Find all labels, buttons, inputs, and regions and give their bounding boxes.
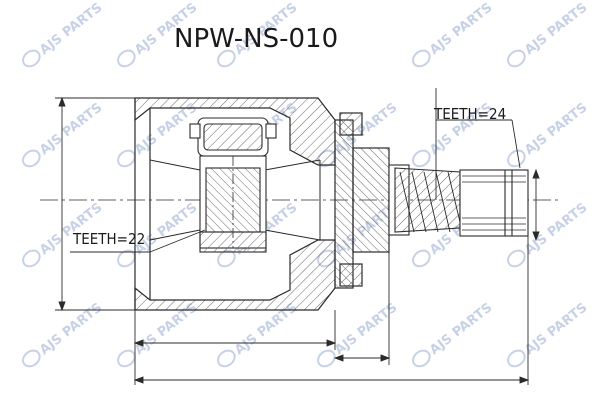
svg-text:AJS PARTS: AJS PARTS [37, 0, 105, 58]
ajs-logo-watermark: AJS PARTS [507, 100, 590, 168]
svg-text:AJS PARTS: AJS PARTS [522, 100, 590, 158]
svg-text:AJS PARTS: AJS PARTS [522, 300, 590, 358]
shaft-teeth-label: TEETH=24 [434, 105, 507, 123]
ajs-logo-watermark: AJS PARTS [412, 0, 495, 68]
shaft-dimension [435, 88, 540, 242]
length-dimensions [133, 236, 530, 385]
svg-text:AJS PARTS: AJS PARTS [522, 200, 590, 258]
ajs-logo-watermark: AJS PARTS [507, 0, 590, 68]
svg-text:AJS PARTS: AJS PARTS [37, 100, 105, 158]
splined-shaft [388, 164, 529, 237]
svg-text:AJS PARTS: AJS PARTS [522, 0, 590, 58]
part-number-title: NPW-NS-010 [174, 24, 339, 54]
ajs-logo-watermark: AJS PARTS [412, 300, 495, 368]
tripod-roller [189, 117, 277, 253]
outer-housing [134, 97, 390, 311]
ajs-logo-watermark: AJS PARTS [507, 300, 590, 368]
ajs-logo-watermark: AJS PARTS [117, 100, 200, 168]
svg-text:AJS PARTS: AJS PARTS [332, 300, 400, 358]
height-dimension [55, 96, 135, 312]
svg-text:AJS PARTS: AJS PARTS [37, 300, 105, 358]
svg-text:AJS PARTS: AJS PARTS [427, 300, 495, 358]
housing-teeth-label: TEETH=22 [73, 230, 146, 248]
ajs-logo-watermark: AJS PARTS [22, 100, 105, 168]
svg-text:AJS PARTS: AJS PARTS [427, 0, 495, 58]
housing-teeth-leader [70, 229, 206, 253]
ajs-logo-watermark: AJS PARTS [317, 300, 400, 368]
inner-races [149, 159, 321, 241]
ajs-logo-watermark: AJS PARTS [22, 0, 105, 68]
